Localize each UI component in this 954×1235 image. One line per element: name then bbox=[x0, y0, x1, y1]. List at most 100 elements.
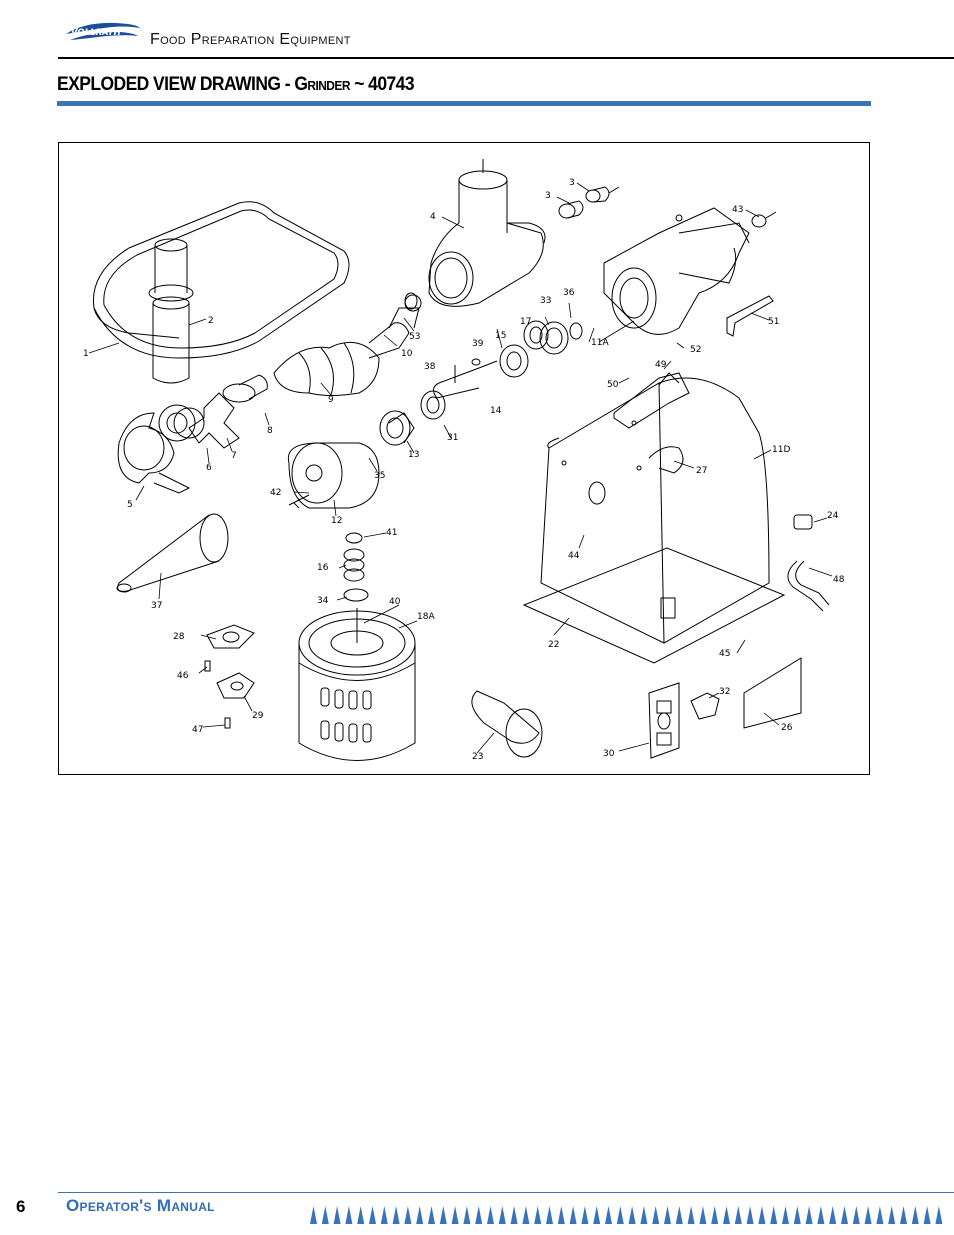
arrow-mark bbox=[664, 1206, 671, 1224]
part-label: 12 bbox=[331, 516, 342, 526]
arrow-mark bbox=[793, 1206, 801, 1224]
part-label: 47 bbox=[192, 725, 203, 735]
part-switch bbox=[204, 624, 255, 729]
part-gear-case bbox=[287, 442, 380, 509]
footer-divider bbox=[58, 1192, 954, 1193]
arrow-mark bbox=[546, 1206, 553, 1224]
part-label: 33 bbox=[540, 296, 551, 306]
arrow-mark bbox=[392, 1206, 400, 1224]
arrow-mark bbox=[675, 1206, 683, 1224]
part-hex-key bbox=[726, 295, 774, 337]
section-title: EXPLODED VIEW DRAWING - Grinder ~ 40743 bbox=[57, 74, 415, 95]
arrow-mark bbox=[711, 1206, 719, 1224]
part-label: 27 bbox=[696, 466, 707, 476]
arrow-mark bbox=[310, 1206, 317, 1224]
arrow-mark bbox=[911, 1206, 919, 1224]
arrow-mark bbox=[829, 1206, 837, 1224]
header-title: Food Preparation Equipment bbox=[150, 31, 351, 48]
part-bearings-gears bbox=[379, 292, 583, 446]
arrow-mark bbox=[380, 1206, 388, 1224]
part-worm-auger bbox=[273, 294, 422, 396]
part-label: 46 bbox=[177, 671, 189, 681]
part-label: 3 bbox=[545, 191, 551, 201]
arrow-mark bbox=[439, 1206, 447, 1224]
part-label: 52 bbox=[690, 345, 701, 355]
part-label: 16 bbox=[317, 563, 329, 573]
arrow-mark bbox=[746, 1206, 754, 1224]
arrow-mark bbox=[758, 1206, 766, 1224]
header-divider bbox=[58, 57, 954, 59]
part-label: 14 bbox=[490, 406, 502, 416]
part-capacitor bbox=[471, 690, 543, 758]
part-label: 2 bbox=[208, 316, 214, 326]
part-label: 36 bbox=[563, 288, 575, 298]
arrow-mark bbox=[876, 1206, 884, 1224]
part-label: 48 bbox=[833, 575, 845, 585]
part-bushings bbox=[558, 186, 620, 219]
arrow-mark bbox=[805, 1206, 813, 1224]
part-label: 29 bbox=[252, 711, 264, 721]
arrow-mark bbox=[923, 1206, 931, 1224]
arrow-mark bbox=[782, 1206, 789, 1224]
part-label: 23 bbox=[472, 752, 483, 762]
part-label: 31 bbox=[447, 433, 458, 443]
arrow-mark bbox=[428, 1206, 435, 1224]
part-label: 18A bbox=[417, 612, 435, 622]
part-label: 53 bbox=[409, 332, 420, 342]
part-label: 11D bbox=[772, 445, 790, 455]
part-label: 30 bbox=[603, 749, 615, 759]
part-housing-11a bbox=[603, 207, 777, 335]
part-label: 17 bbox=[520, 317, 531, 327]
arrow-mark bbox=[333, 1206, 341, 1224]
arrow-mark bbox=[369, 1206, 376, 1224]
part-label: 9 bbox=[328, 395, 334, 405]
arrow-mark bbox=[616, 1206, 624, 1224]
part-label: 28 bbox=[173, 632, 185, 642]
part-label: 6 bbox=[206, 463, 212, 473]
part-label: 5 bbox=[127, 500, 133, 510]
part-cover-11d bbox=[540, 372, 770, 644]
part-label: 37 bbox=[151, 601, 162, 611]
part-label: 15 bbox=[495, 331, 506, 341]
arrow-mark bbox=[841, 1206, 848, 1224]
part-knife-plate bbox=[158, 374, 268, 449]
part-label: 24 bbox=[827, 511, 839, 521]
part-label: 35 bbox=[374, 471, 385, 481]
arrow-mark bbox=[345, 1206, 353, 1224]
part-label: 3 bbox=[569, 178, 575, 188]
vollrath-logo: VOLLRATH bbox=[66, 22, 140, 40]
arrow-mark bbox=[723, 1206, 730, 1224]
part-label: 43 bbox=[732, 205, 743, 215]
arrow-mark bbox=[864, 1206, 872, 1224]
part-label: 44 bbox=[568, 551, 580, 561]
page-number: 6 bbox=[16, 1197, 26, 1216]
footer-arrow-pattern bbox=[310, 1206, 943, 1224]
svg-text:VOLLRATH: VOLLRATH bbox=[71, 28, 121, 38]
arrow-mark bbox=[475, 1206, 483, 1224]
part-label: 40 bbox=[389, 597, 401, 607]
part-label: 11A bbox=[591, 338, 609, 348]
arrow-mark bbox=[357, 1206, 365, 1224]
arrow-mark bbox=[605, 1206, 612, 1224]
arrow-mark bbox=[699, 1206, 707, 1224]
arrow-mark bbox=[593, 1206, 601, 1224]
part-label: 34 bbox=[317, 596, 329, 606]
part-label: 13 bbox=[408, 450, 419, 460]
arrow-mark bbox=[404, 1206, 412, 1224]
arrow-mark bbox=[852, 1206, 860, 1224]
arrow-mark bbox=[534, 1206, 542, 1224]
part-label: 49 bbox=[655, 360, 667, 370]
part-label: 45 bbox=[719, 649, 730, 659]
part-label: 51 bbox=[768, 317, 779, 327]
arrow-mark bbox=[451, 1206, 459, 1224]
arrow-mark bbox=[770, 1206, 778, 1224]
part-label: 39 bbox=[472, 339, 484, 349]
arrow-mark bbox=[687, 1206, 695, 1224]
part-label: 38 bbox=[424, 362, 436, 372]
part-label: 4 bbox=[430, 212, 436, 222]
arrow-mark bbox=[652, 1206, 660, 1224]
footer-title: Operator's Manual bbox=[66, 1196, 215, 1215]
part-label: 22 bbox=[548, 640, 559, 650]
arrow-mark bbox=[321, 1206, 329, 1224]
part-label: 42 bbox=[270, 488, 281, 498]
